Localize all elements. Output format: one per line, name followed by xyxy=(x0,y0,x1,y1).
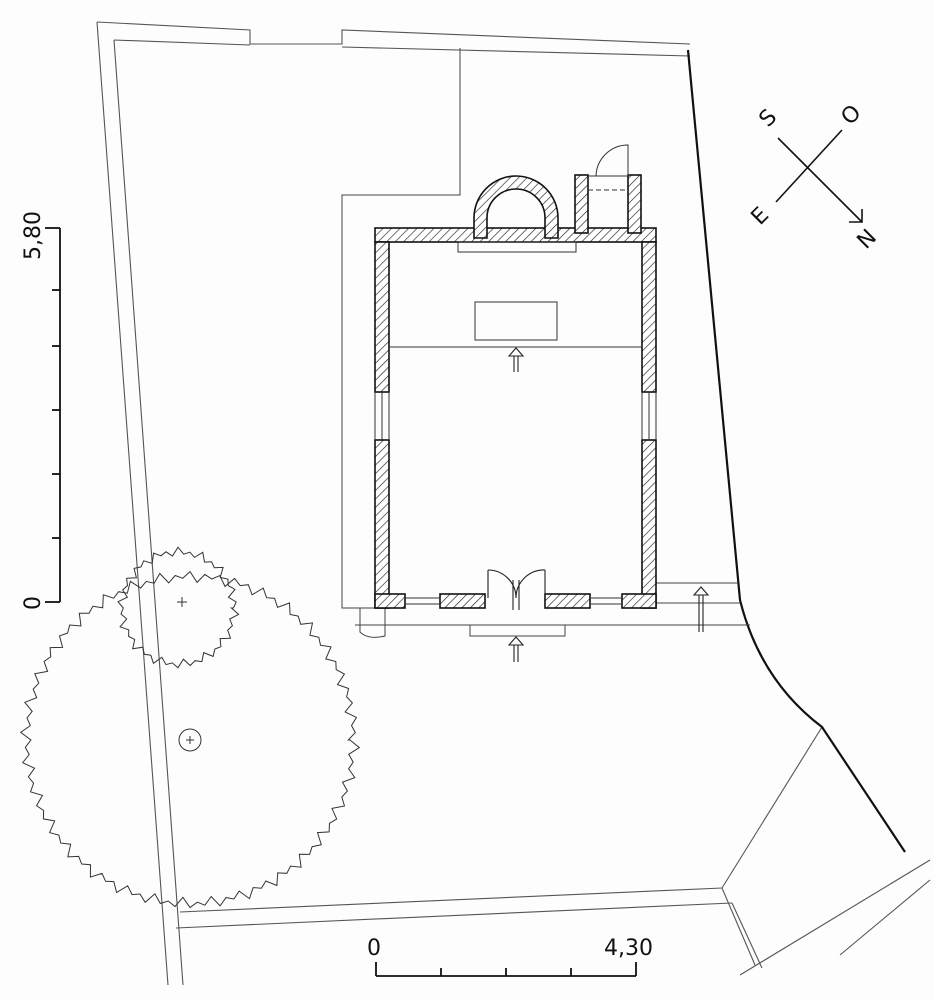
compass-east-label: E xyxy=(747,203,775,231)
arrow-sanctuary xyxy=(507,347,525,372)
arrow-main-entrance xyxy=(507,636,525,662)
compass-south-label: S xyxy=(755,105,783,133)
horizontal-scale-bar: 0 4,30 xyxy=(367,936,653,977)
vertical-scale-start-label: 0 xyxy=(21,596,46,610)
lot-lines xyxy=(341,48,750,638)
trees xyxy=(19,546,361,909)
horizontal-scale-end-label: 4,30 xyxy=(604,936,653,961)
large-tree-canopy xyxy=(19,570,361,909)
main-door xyxy=(487,569,546,610)
horizontal-scale-start-label: 0 xyxy=(367,936,381,961)
street-edge xyxy=(686,49,906,853)
property-boundary xyxy=(96,21,931,986)
compass-rose: S O E N xyxy=(747,100,882,254)
interior-details xyxy=(374,144,657,605)
entrance-arrows xyxy=(507,347,710,662)
small-tree-canopy xyxy=(117,546,240,669)
vertical-scale-end-label: 5,80 xyxy=(21,211,46,260)
compass-west-label: O xyxy=(837,100,867,130)
arrow-side-path xyxy=(692,586,710,632)
building-walls xyxy=(374,174,657,609)
vertical-scale-bar: 5,80 0 xyxy=(21,211,61,610)
compass-north-label: N xyxy=(853,225,882,254)
